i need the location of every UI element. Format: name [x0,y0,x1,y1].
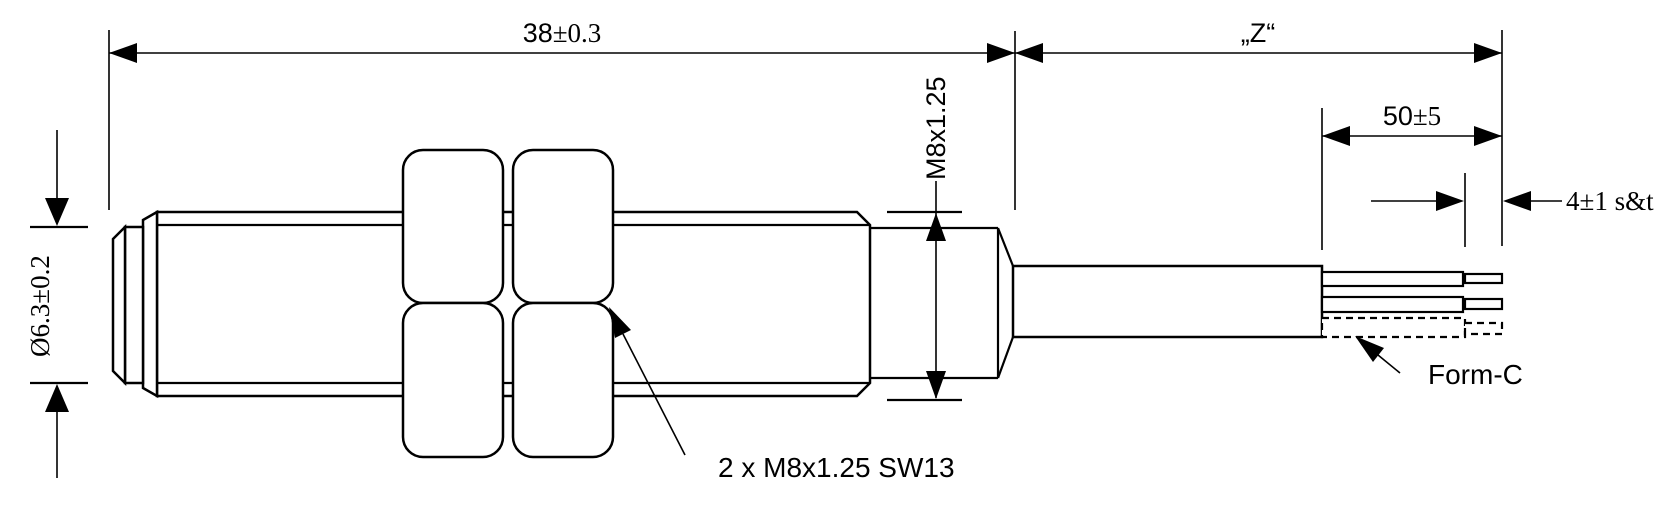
leader-hex-nuts: 2 x M8x1.25 SW13 [609,307,955,483]
leader-line [622,333,686,456]
hex-nuts-label: 2 x M8x1.25 SW13 [718,452,955,483]
wires [1320,270,1504,339]
wire-1-stripped-end [1463,272,1504,285]
sensor-geometry [111,148,1504,459]
hex-nuts [401,148,615,459]
wire-2-insulated [1320,295,1465,314]
arrowhead-left [1322,126,1350,146]
thread-label: M8x1.25 [921,76,951,180]
contact-form-label: Form-C [1428,359,1523,390]
arrowhead-left [1015,43,1043,63]
hex-nut-1-lower-facet [401,301,505,459]
dimension-wire-length: 50±5 [1321,101,1502,250]
stripped-tinned-label: 4±1 s&t [1566,186,1654,216]
wire-3-form-c-dashed [1320,316,1467,339]
arrowhead-pointing-left [1503,191,1531,211]
body-length-label: 38±0.3 [523,18,602,48]
leader-line [1377,354,1401,374]
bushing-chamfer-top [996,227,1015,267]
dimension-face-diameter: Ø6.3±0.2 [25,130,88,478]
cable-zone-label: „Z“ [1241,18,1275,48]
arrowhead-left [109,43,137,63]
arrowhead-up [45,384,69,412]
arrowhead-right [987,43,1015,63]
dimension-stripped-tinned: 4±1 s&t [1371,173,1654,247]
leader-form-c: Form-C [1355,336,1523,390]
hex-nut-1-upper-facet [401,148,505,305]
leader-arrowhead [1355,336,1384,362]
wire-length-label: 50±5 [1383,101,1441,131]
dimension-thread: M8x1.25 [887,76,962,402]
cable [1011,264,1324,339]
sensing-face [111,223,127,387]
arrowhead-right [1474,43,1502,63]
arrowhead-down [926,371,946,399]
bushing-chamfer-bottom [996,336,1015,379]
wire-1-insulated [1320,270,1465,288]
leader-arrowhead [609,307,631,338]
wire-2-stripped-end [1463,297,1504,311]
dimension-body-length: 38±0.3 [108,18,1016,210]
front-ring [141,209,159,399]
arrowhead-up [926,213,946,241]
hex-nut-2-lower-facet [511,301,615,459]
arrowhead-right [1474,126,1502,146]
cable-bushing [871,226,1015,380]
hex-nut-2-upper-facet [511,148,615,305]
sensing-cap-cylinder [123,225,145,385]
wire-3-form-c-stripped-end [1463,321,1504,336]
face-diameter-label: Ø6.3±0.2 [25,255,55,357]
arrowhead-pointing-right [1436,191,1464,211]
arrowhead-down [45,198,69,226]
dimension-cable-zone: „Z“ [1015,18,1503,246]
